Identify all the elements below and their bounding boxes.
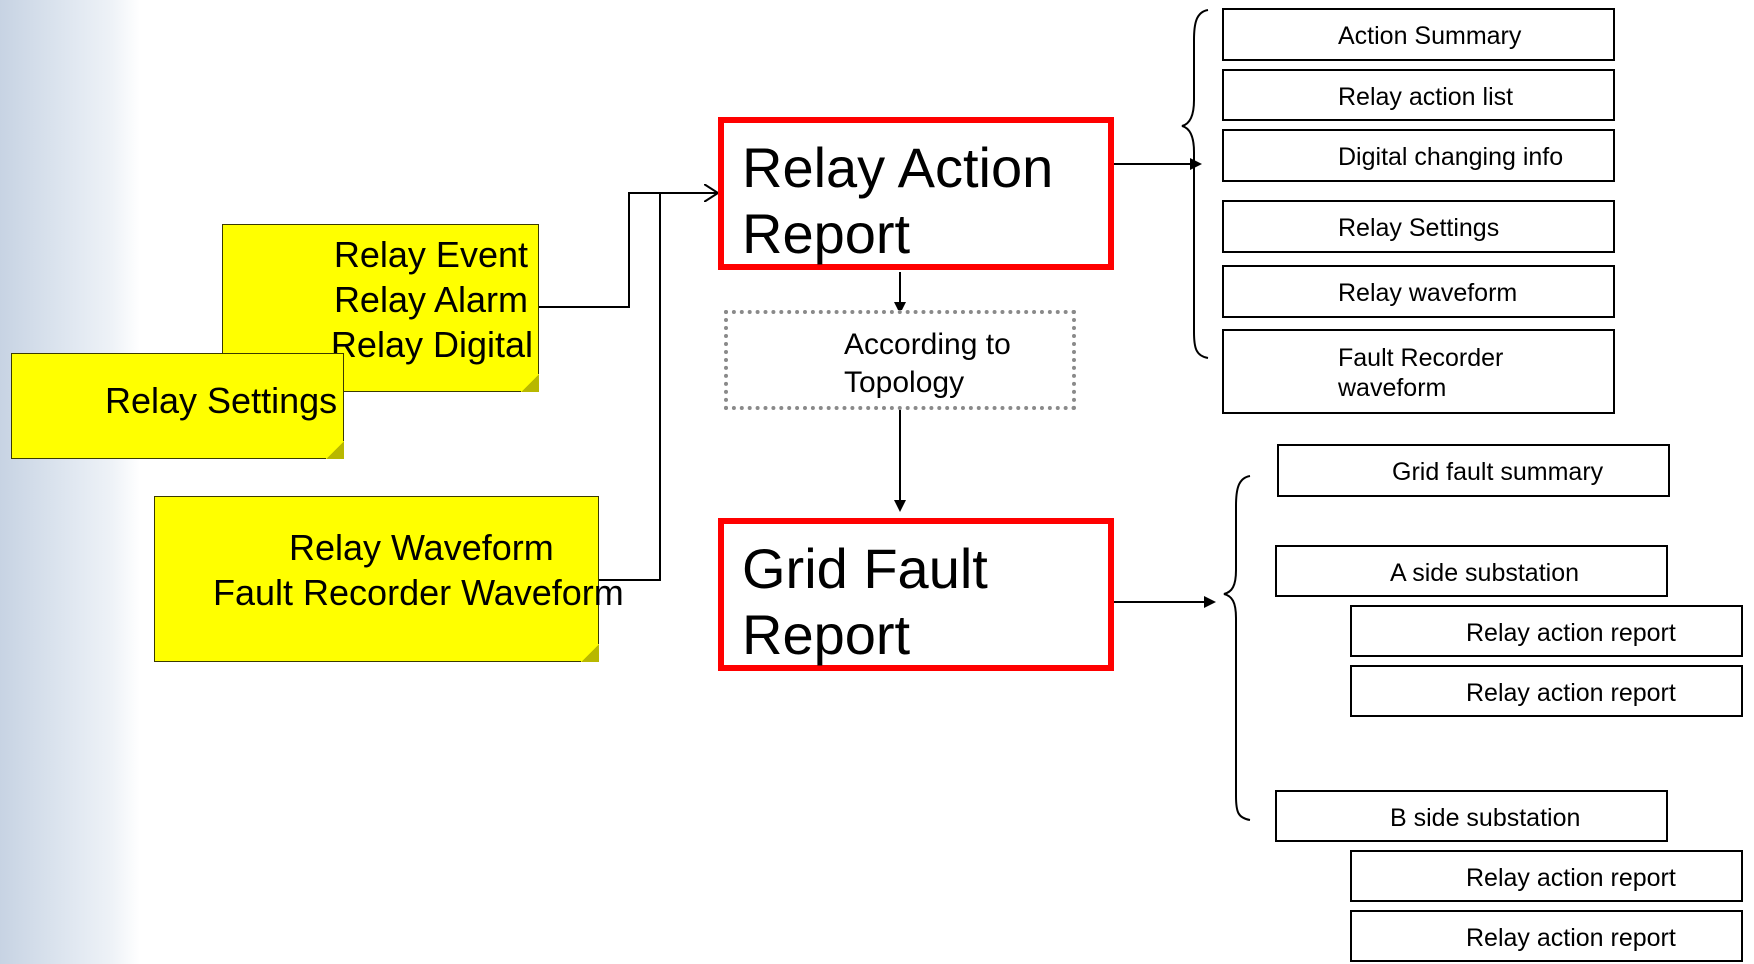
- b-side-relay-action-report-item: Relay action report: [1350, 910, 1743, 962]
- topology-box: According to Topology: [724, 310, 1076, 410]
- relay-items-brace: [1181, 9, 1209, 359]
- topology-line1: According to: [844, 328, 1011, 361]
- grid-fault-report-box: Grid Fault Report: [718, 518, 1114, 671]
- background-image-strip: [0, 0, 140, 964]
- action-summary-item: Action Summary: [1222, 8, 1615, 61]
- digital-changing-info-item: Digital changing info: [1222, 129, 1615, 182]
- grid-fault-report-line1: Grid Fault: [742, 537, 988, 600]
- a-side-relay-action-report-item: Relay action report: [1350, 605, 1743, 657]
- topology-line2: Topology: [844, 366, 965, 399]
- relay-settings-label: Relay Settings: [105, 380, 338, 421]
- grid-fault-report-line2: Report: [742, 603, 911, 666]
- events-connector: [538, 193, 718, 308]
- relay-waveform-note: [154, 496, 599, 662]
- grid-fault-summary-item: Grid fault summary: [1277, 444, 1670, 497]
- a-side-relay-action-report-item: Relay action report: [1350, 665, 1743, 717]
- relay-action-report-line2: Report: [742, 202, 911, 265]
- relay-alarm-label: Relay Alarm: [333, 279, 528, 320]
- relay-waveform-item: Relay waveform: [1222, 265, 1615, 318]
- a-side-substation-item: A side substation: [1275, 545, 1668, 597]
- relay-waveform-label: Relay Waveform: [289, 527, 554, 568]
- relay-settings-item: Relay Settings: [1222, 200, 1615, 253]
- b-side-substation-item: B side substation: [1275, 790, 1668, 842]
- relay-settings-note: [11, 353, 344, 459]
- note-fold: [521, 374, 539, 392]
- grid-items-brace: [1223, 475, 1251, 821]
- relay-action-report-box: Relay Action Report: [718, 117, 1114, 270]
- note-fold: [581, 644, 599, 662]
- fault-recorder-waveform-label: Fault Recorder Waveform: [213, 572, 624, 613]
- relay-action-list-item: Relay action list: [1222, 69, 1615, 121]
- note-fold: [326, 441, 344, 459]
- relay-digital-label: Relay Digital: [330, 324, 533, 365]
- relay-action-report-line1: Relay Action: [742, 136, 1054, 199]
- fault-recorder-waveform-item: Fault Recorder waveform: [1222, 329, 1615, 414]
- waveform-connector: [598, 193, 661, 581]
- b-side-relay-action-report-item: Relay action report: [1350, 850, 1743, 902]
- relay-event-label: Relay Event: [333, 234, 528, 275]
